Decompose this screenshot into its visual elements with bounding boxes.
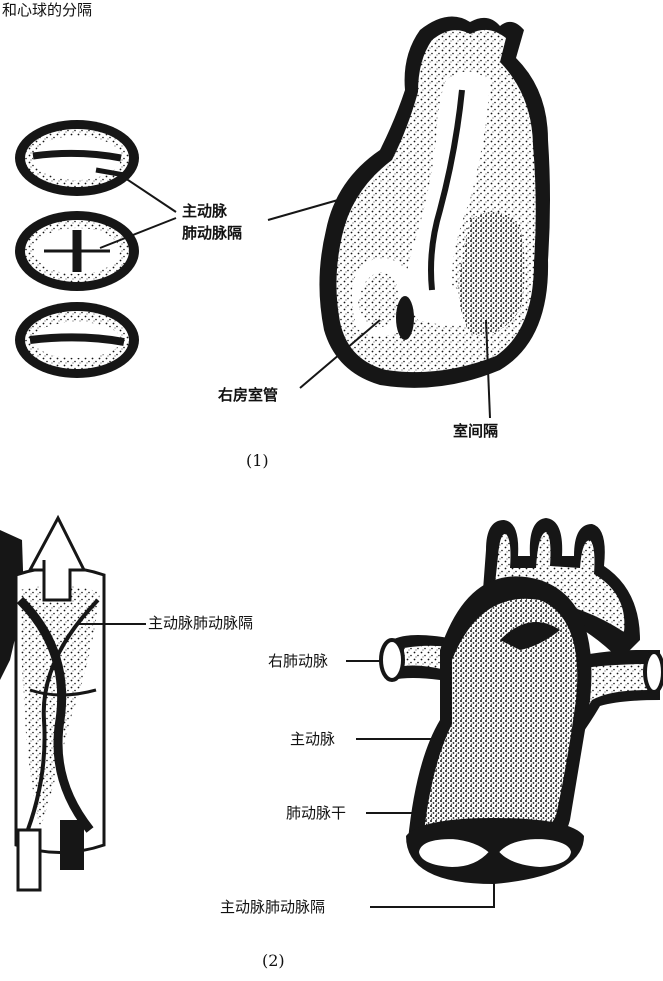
embryonic-heart-1 (319, 17, 550, 388)
label-aortic-septum-line2: 肺动脉隔 (182, 224, 242, 242)
label-interventricular-septum: 室间隔 (453, 422, 498, 440)
label-right-pulmonary-artery: 右肺动脉 (268, 652, 328, 670)
label-aorticopulmonary-septum: 主动脉肺动脉隔 (220, 898, 325, 916)
label-aorta: 主动脉 (290, 730, 335, 748)
label-right-av-canal: 右房室管 (218, 386, 278, 404)
label-pulmonary-trunk: 肺动脉干 (286, 804, 346, 822)
spiral-septum-cylinder (0, 518, 104, 890)
panel-1: 主动脉 肺动脉隔 右房室管 室间隔 (1) (15, 17, 550, 470)
label-aortic-septum-line1: 主动脉 (182, 202, 228, 220)
cross-section-bottom (15, 302, 139, 378)
label-spiral-septum: 主动脉肺动脉隔 (148, 614, 253, 632)
leader-line-aortic-septum-heart (268, 200, 338, 220)
caption-panel-1: (1) (246, 451, 269, 470)
panel-2: 主动脉肺动脉隔 右肺动脉 主动脉 肺动脉干 (0, 518, 663, 970)
figure-title-fragment: 和心球的分隔 (2, 1, 92, 19)
leader-line-aortic-septum-top (122, 176, 176, 212)
caption-panel-2: (2) (262, 951, 285, 970)
cross-section-middle (15, 211, 139, 291)
cross-section-top (15, 120, 139, 196)
great-vessels-heart-2 (381, 518, 663, 884)
